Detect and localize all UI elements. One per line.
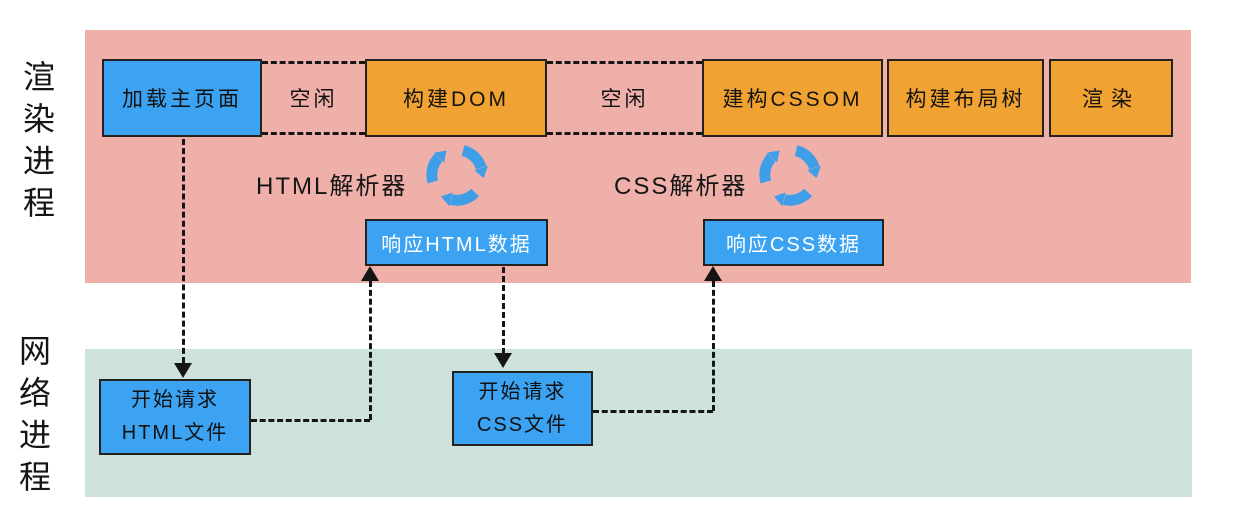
arrowhead-up-response-css-icon [704,266,722,281]
connector-request-html-horizontal [251,419,370,422]
timeline-step-build-layout-tree: 构建布局树 [887,59,1044,137]
request-css-file-box: 开始请求 CSS文件 [452,371,593,446]
timeline-step-idle-2: 空闲 [547,61,702,135]
connector-request-css-horizontal [593,410,713,413]
network-process-band [85,349,1192,497]
connector-request-html-to-response-html [369,281,372,420]
timeline-step-render: 渲染 [1049,59,1173,137]
render-process-label: 渲染进程 [19,60,55,228]
request-css-line2: CSS文件 [476,413,569,436]
response-html-data-box: 响应HTML数据 [365,219,548,266]
arrowhead-down-request-css-icon [494,353,512,368]
arrowhead-up-response-html-icon [361,266,379,281]
connector-request-css-to-response-css [712,281,715,411]
connector-load-to-request-html [182,139,185,363]
arrowhead-down-request-html-icon [174,363,192,378]
network-process-label: 网络进程 [15,334,51,502]
html-parser-loop-icon [423,141,489,209]
request-html-line2: HTML文件 [121,422,229,444]
css-parser-loop-icon [756,141,822,209]
request-html-line1: 开始请求 [131,389,219,411]
css-parser-label: CSS解析器 [614,173,748,200]
request-html-file-box: 开始请求 HTML文件 [99,379,251,455]
timeline-step-build-cssom: 建构CSSOM [702,59,883,137]
response-css-data-box: 响应CSS数据 [703,219,884,266]
timeline-step-load-main-page: 加载主页面 [102,59,262,137]
timeline-step-build-dom: 构建DOM [365,59,547,137]
connector-response-html-to-request-css [502,267,505,354]
request-css-line1: 开始请求 [478,380,567,403]
timeline-step-idle-1: 空闲 [262,61,365,135]
html-parser-label: HTML解析器 [256,173,408,200]
